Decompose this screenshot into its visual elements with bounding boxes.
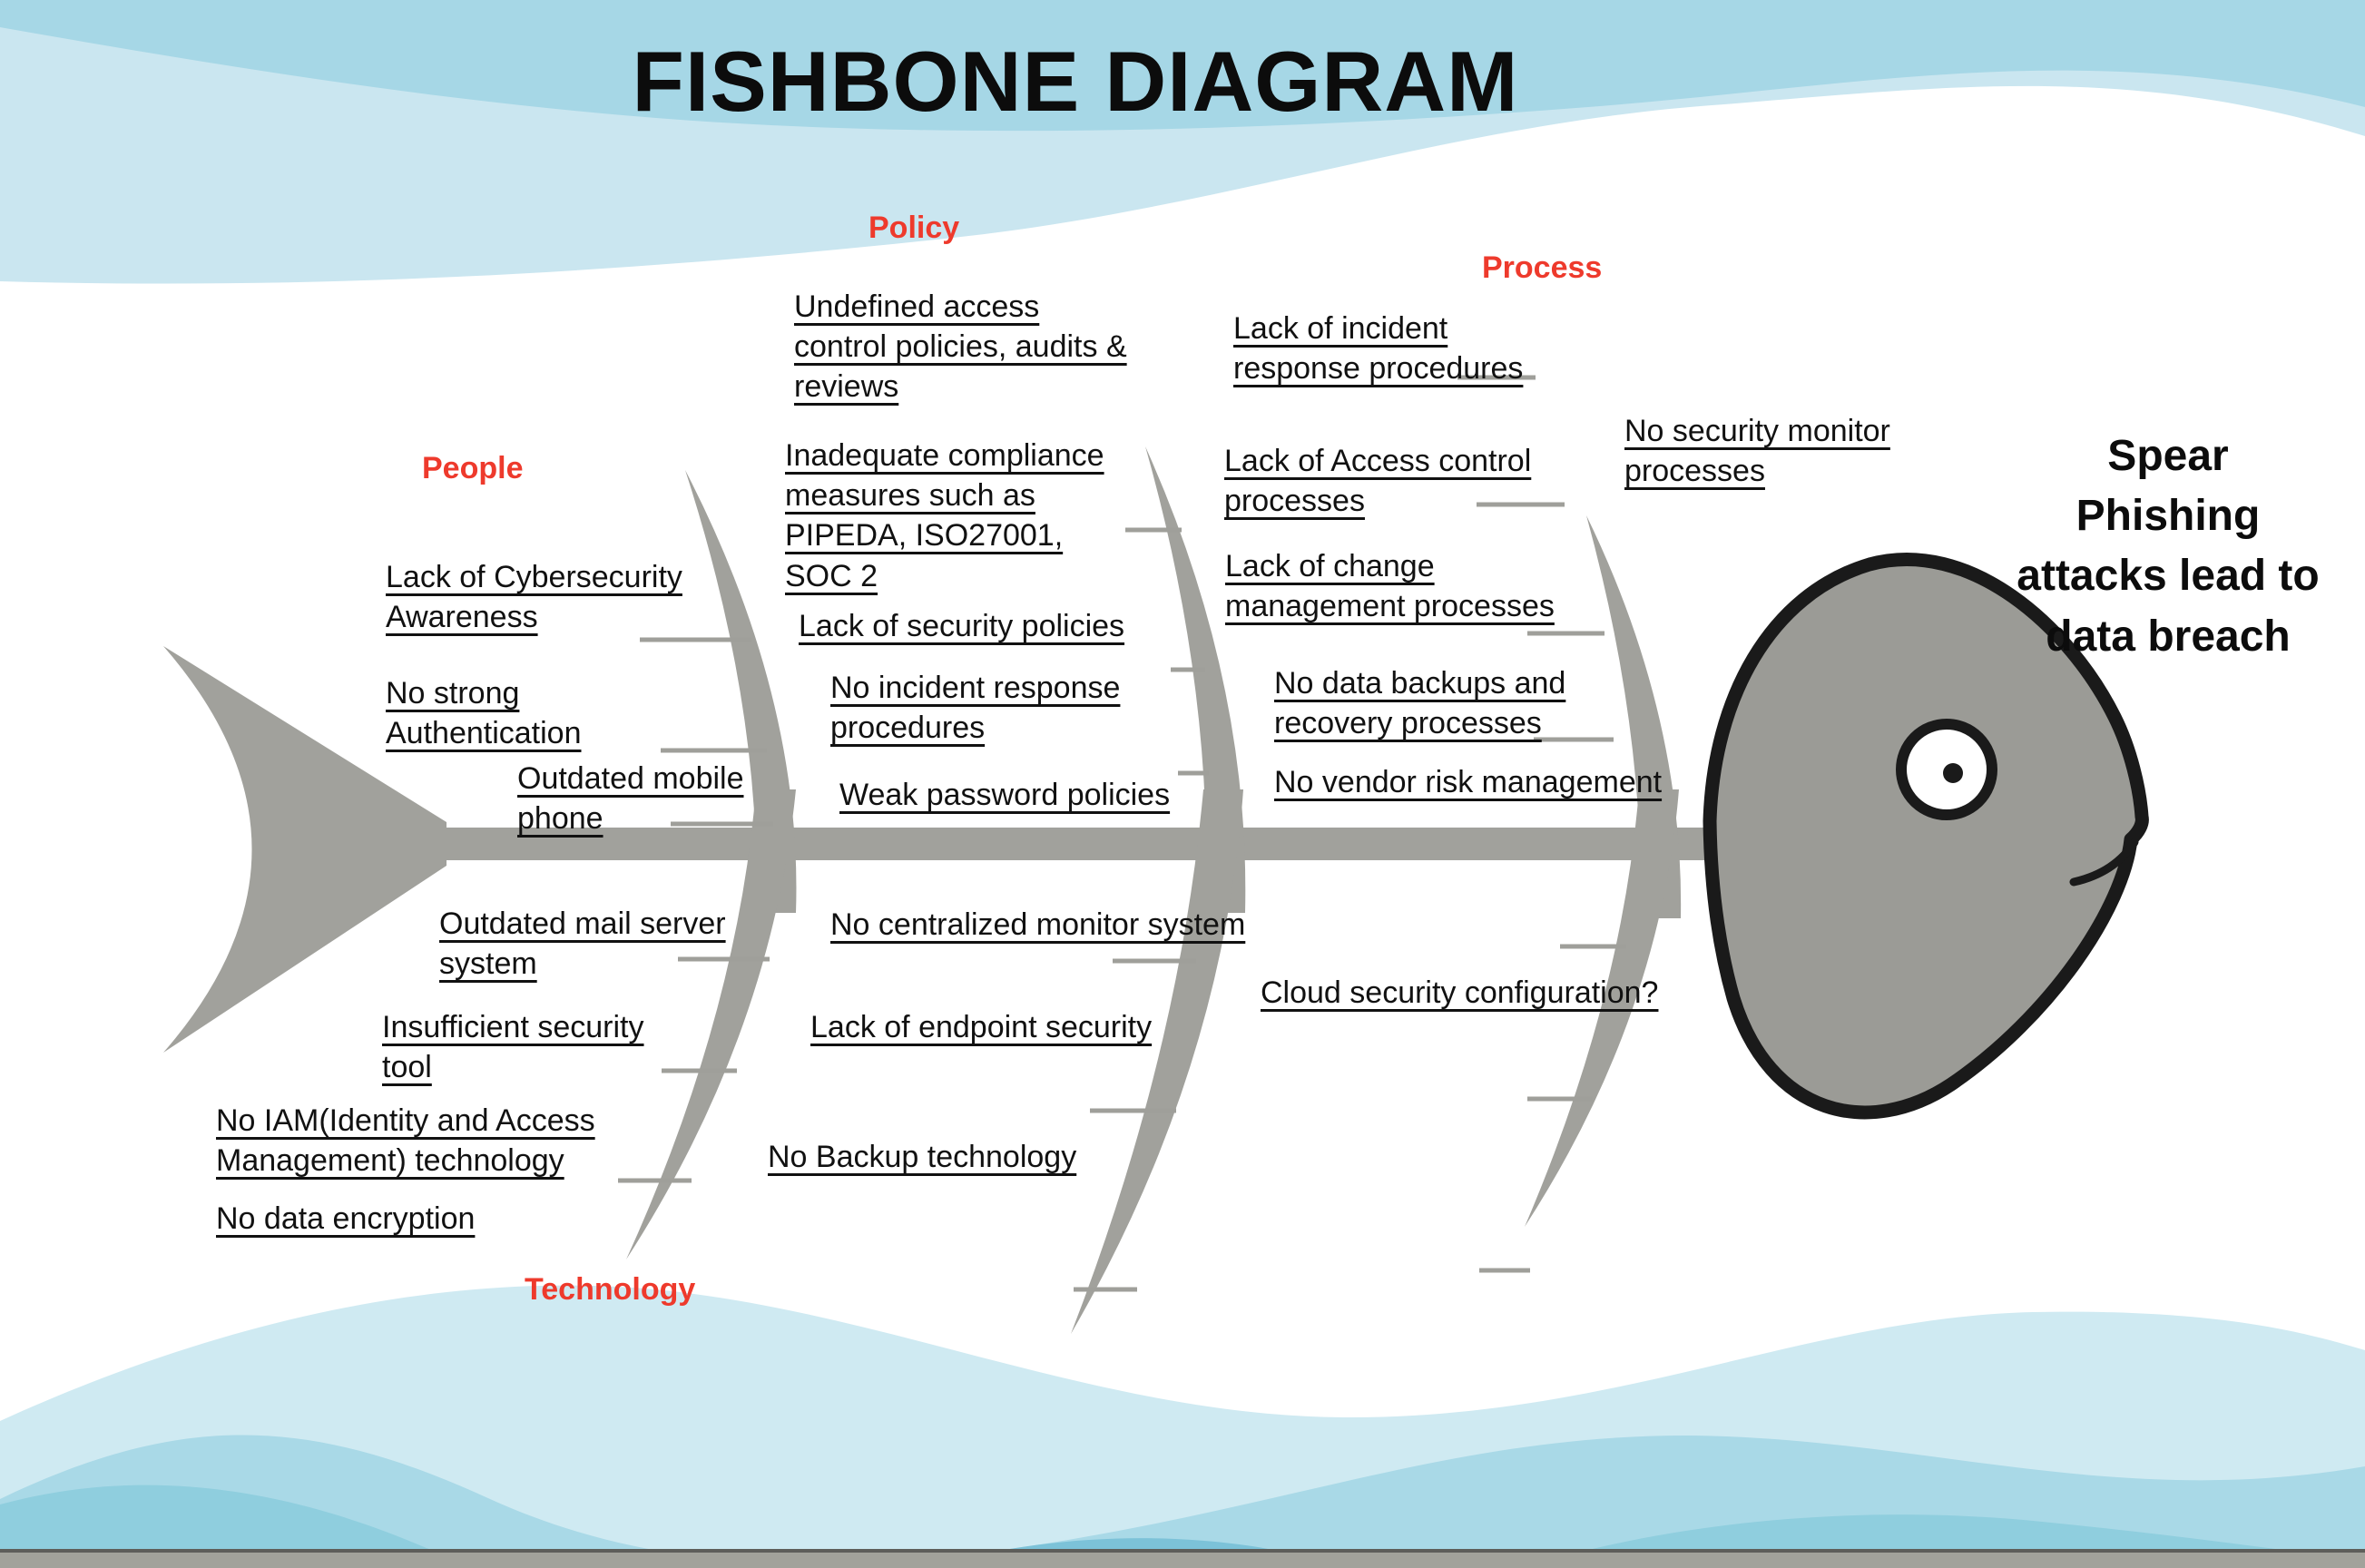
category-label-policy: Policy xyxy=(868,211,960,245)
fish-pupil-icon xyxy=(1943,763,1963,783)
cause-tech-outdated-mail-server: Outdated mail server system xyxy=(439,906,726,982)
cause-process-data-backups-recovery: No data backups and recovery processes xyxy=(1274,666,1566,741)
cause-people-cybersecurity-awareness: Lack of Cybersecurity Awareness xyxy=(386,560,682,635)
rib-technology xyxy=(626,789,796,1259)
cause-policy-no-incident-response: No incident response procedures xyxy=(830,671,1121,746)
category-label-technology: Technology xyxy=(525,1272,696,1307)
problem-statement: Spear Phishing attacks lead to data brea… xyxy=(2017,432,2320,661)
wave-top-dark xyxy=(0,0,2365,132)
page-title: FISHBONE DIAGRAM xyxy=(632,34,1519,129)
cause-process-vendor-risk: No vendor risk management xyxy=(1274,765,1663,799)
cause-tech-no-iam: No IAM(Identity and Access Management) t… xyxy=(216,1103,595,1179)
cause-tech-insufficient-security-tool: Insufficient security tool xyxy=(382,1010,644,1085)
cause-policy-undefined-access-control: Undefined access control policies, audit… xyxy=(794,289,1127,405)
fish-spine xyxy=(436,828,1717,860)
cause-policy-lack-security-policies: Lack of security policies xyxy=(799,609,1125,643)
cause-tech-no-data-encryption: No data encryption xyxy=(216,1201,476,1236)
cause-policy-inadequate-compliance: Inadequate compliance measures such as P… xyxy=(785,438,1104,593)
cause-people-no-strong-authentication: No strong Authentication xyxy=(386,676,582,751)
cause-process-access-control: Lack of Access control processes xyxy=(1224,444,1532,519)
cause-process-change-management: Lack of change management processes xyxy=(1225,549,1555,624)
cause-ticks xyxy=(618,375,1626,1292)
fish-head xyxy=(1703,553,2149,1120)
cause-process-incident-response: Lack of incident response procedures xyxy=(1233,311,1524,387)
cause-mid-no-backup-technology: No Backup technology xyxy=(768,1140,1077,1174)
rib-bottom-right xyxy=(1525,789,1679,1227)
cause-mid-no-centralized-monitor: No centralized monitor system xyxy=(830,907,1246,942)
cause-right-cloud-security-config: Cloud security configuration? xyxy=(1261,975,1659,1010)
category-label-process: Process xyxy=(1482,250,1603,285)
bottom-strip xyxy=(0,1553,2365,1568)
cause-process-no-security-monitor: No security monitor processes xyxy=(1624,414,1890,489)
fish-tail xyxy=(163,646,447,1053)
fish-mouth-icon xyxy=(2069,838,2139,887)
bottom-strip-shadow xyxy=(0,1549,2365,1553)
cause-policy-weak-password-policies: Weak password policies xyxy=(839,778,1171,812)
cause-people-outdated-mobile-phone: Outdated mobile phone xyxy=(517,761,744,837)
wave-bottom-dark-left xyxy=(0,1485,484,1568)
rib-bottom-middle xyxy=(1071,789,1243,1334)
category-label-people: People xyxy=(422,451,524,485)
cause-mid-endpoint-security: Lack of endpoint security xyxy=(810,1010,1153,1044)
